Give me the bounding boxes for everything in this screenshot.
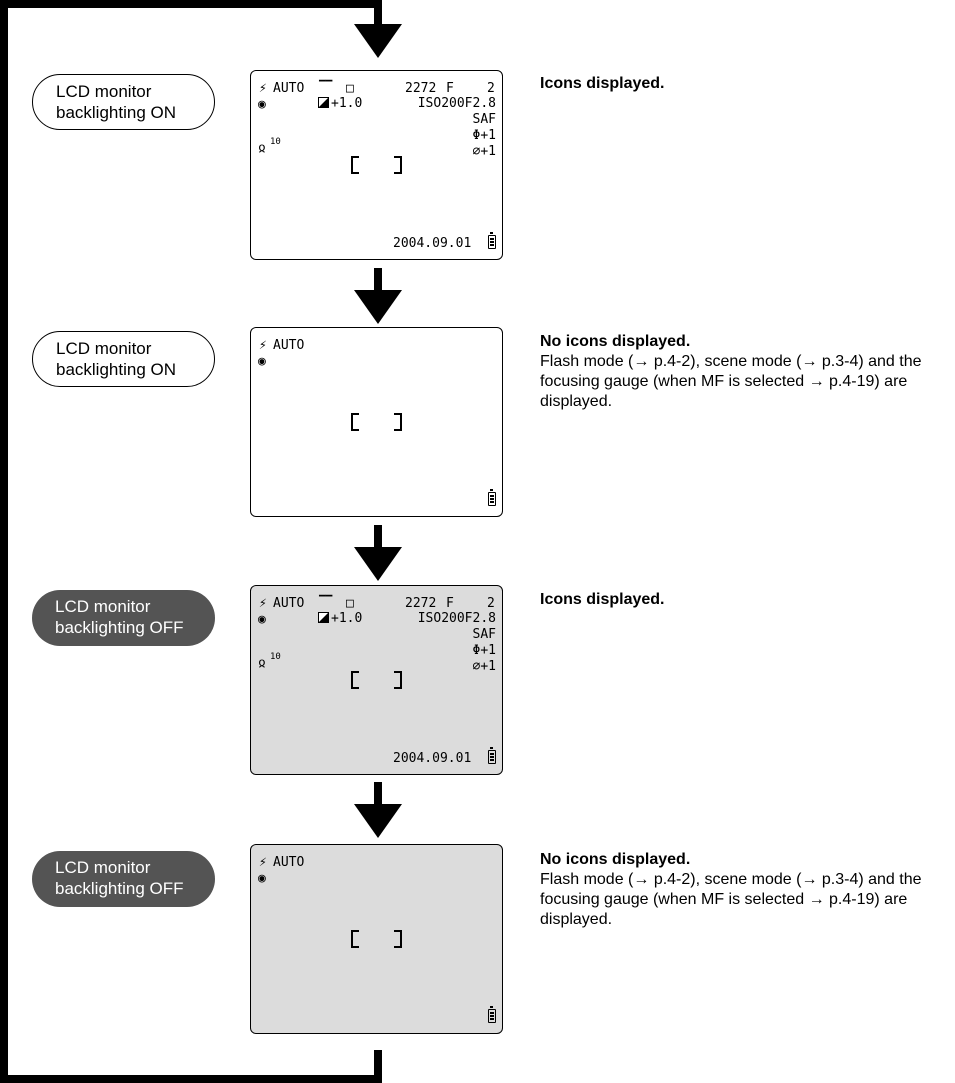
af-frame-icon xyxy=(394,413,402,431)
flash-icon: ⚡ xyxy=(259,338,267,353)
flash-icon: ⚡ xyxy=(259,81,267,96)
red-eye-icon: ◉ xyxy=(258,871,266,886)
exposure-compensation: +1.0 xyxy=(318,612,362,626)
description-title: No icons displayed. xyxy=(540,851,691,868)
red-eye-icon: ◉ xyxy=(258,612,266,627)
exposure-compensation: +1.0 xyxy=(318,97,362,111)
state-label-3: LCD monitor backlighting OFF xyxy=(32,590,215,646)
description-title: Icons displayed. xyxy=(540,75,665,92)
date-display: 2004.09.01 xyxy=(393,236,472,251)
flash-mode: AUTO xyxy=(273,81,305,96)
single-frame-icon: □ xyxy=(346,596,354,611)
sharpness-icon: ∅ xyxy=(472,659,481,674)
description-1: Icons displayed. xyxy=(540,74,950,94)
state-label-4: LCD monitor backlighting OFF xyxy=(32,851,215,907)
white-balance-icon: ▔▔ xyxy=(319,595,333,608)
af-frame-icon xyxy=(351,413,359,431)
arrow-return-stem xyxy=(374,1050,382,1083)
iso-aperture: ISO200F2.8 xyxy=(417,96,496,111)
f-count: 2 xyxy=(487,596,495,611)
red-eye-icon: ◉ xyxy=(258,97,266,112)
red-eye-icon: ◉ xyxy=(258,354,266,369)
af-frame-icon xyxy=(351,671,359,689)
sharpness-icon: ∅ xyxy=(472,144,481,159)
frames-remaining: 2272 xyxy=(405,596,437,611)
af-frame-icon xyxy=(394,671,402,689)
af-frame-icon xyxy=(351,930,359,948)
description-body: Flash mode (→ p.4-2), scene mode (→ p.3-… xyxy=(540,353,922,410)
battery-icon xyxy=(488,232,496,249)
af-frame-icon xyxy=(394,156,402,174)
self-timer-value: 10 xyxy=(270,137,281,147)
flash-icon: ⚡ xyxy=(259,596,267,611)
loop-line-left xyxy=(0,0,8,1083)
af-frame-icon xyxy=(351,156,359,174)
sharpness-setting: ∅+1 xyxy=(472,144,496,159)
single-frame-icon: □ xyxy=(346,81,354,96)
flash-mode: AUTO xyxy=(273,596,305,611)
exposure-compensation-icon xyxy=(318,97,329,108)
description-3: Icons displayed. xyxy=(540,590,950,610)
description-4: No icons displayed. Flash mode (→ p.4-2)… xyxy=(540,850,950,930)
loop-line-bottom xyxy=(0,1075,382,1083)
loop-line-top xyxy=(0,0,382,8)
flash-mode: AUTO xyxy=(273,855,305,870)
contrast-setting: Φ+1 xyxy=(472,128,496,143)
f-count: 2 xyxy=(487,81,495,96)
f-label: F xyxy=(446,81,454,96)
self-timer-icon: ჲ xyxy=(258,140,266,155)
flash-mode: AUTO xyxy=(273,338,305,353)
state-label-1: LCD monitor backlighting ON xyxy=(32,74,215,130)
sharpness-setting: ∅+1 xyxy=(472,659,496,674)
battery-icon xyxy=(488,1006,496,1023)
lcd-screen-4: ⚡ AUTO ◉ xyxy=(250,844,503,1034)
f-label: F xyxy=(446,596,454,611)
frames-remaining: 2272 xyxy=(405,81,437,96)
flash-icon: ⚡ xyxy=(259,855,267,870)
exposure-compensation-icon xyxy=(318,612,329,623)
contrast-icon: Φ xyxy=(472,643,481,658)
self-timer-icon: ჲ xyxy=(258,655,266,670)
description-body: Flash mode (→ p.4-2), scene mode (→ p.3-… xyxy=(540,871,922,928)
af-frame-icon xyxy=(394,930,402,948)
description-2: No icons displayed. Flash mode (→ p.4-2)… xyxy=(540,332,950,412)
date-display: 2004.09.01 xyxy=(393,751,472,766)
battery-icon xyxy=(488,747,496,764)
description-title: No icons displayed. xyxy=(540,333,691,350)
iso-aperture: ISO200F2.8 xyxy=(417,611,496,626)
lcd-screen-3: ⚡ AUTO ▔▔ □ 2272 F 2 ◉ +1.0 ISO200F2.8 S… xyxy=(250,585,503,775)
af-mode: SAF xyxy=(472,112,496,127)
white-balance-icon: ▔▔ xyxy=(319,80,333,93)
description-title: Icons displayed. xyxy=(540,591,665,608)
state-label-2: LCD monitor backlighting ON xyxy=(32,331,215,387)
lcd-screen-2: ⚡ AUTO ◉ xyxy=(250,327,503,517)
contrast-setting: Φ+1 xyxy=(472,643,496,658)
contrast-icon: Φ xyxy=(472,128,481,143)
lcd-screen-1: ⚡ AUTO ▔▔ □ 2272 F 2 ◉ +1.0 ISO200F2.8 S… xyxy=(250,70,503,260)
self-timer-value: 10 xyxy=(270,652,281,662)
af-mode: SAF xyxy=(472,627,496,642)
battery-icon xyxy=(488,489,496,506)
